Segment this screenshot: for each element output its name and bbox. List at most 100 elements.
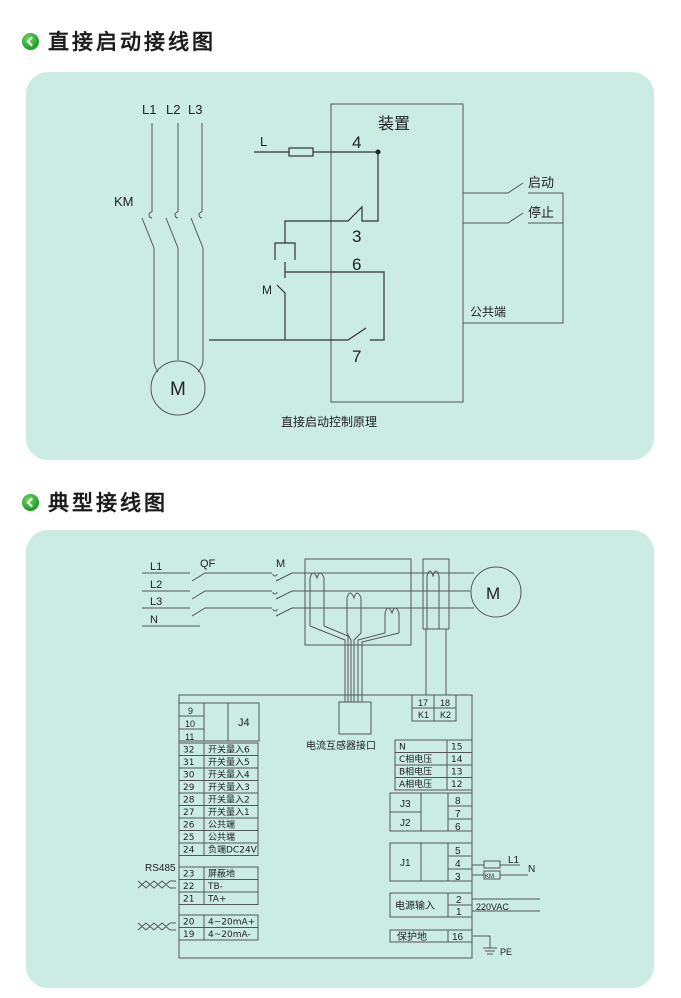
terminal-cell xyxy=(203,927,259,941)
k-ct-coil xyxy=(425,570,447,695)
contactor-hooks xyxy=(272,573,278,612)
motor-symbol xyxy=(470,566,522,618)
terminal-label: 屏蔽地 xyxy=(208,868,235,880)
terminal-num: 19 xyxy=(183,930,195,940)
j1-ext-wires xyxy=(472,864,528,876)
contactor-label: KM xyxy=(114,194,134,209)
terminal-row: 28 开关量入2 xyxy=(178,792,259,806)
terminal-label: 负端DC24V xyxy=(208,844,258,856)
ground-label: 保护地 xyxy=(397,930,427,943)
breaker-switches xyxy=(191,572,272,617)
j4-terminal-11: 11 xyxy=(185,732,194,742)
terminal-label: 开关量入2 xyxy=(208,794,250,806)
j4-block xyxy=(178,702,260,742)
coil-symbol xyxy=(274,242,296,260)
stop-output-contact xyxy=(463,212,563,224)
device-label: 装置 xyxy=(378,114,410,133)
direct-start-diagram-panel xyxy=(26,72,654,460)
terminal-label: TA+ xyxy=(207,895,227,905)
power-terminal-2: 2 xyxy=(456,895,462,906)
k-terminal-k1: K1 xyxy=(418,710,429,720)
start-contact-wire xyxy=(209,327,367,341)
direct-start-diagram: L1 L2 L3 KM M 装置 L 4 3 6 M xyxy=(114,102,564,429)
output-common-wire xyxy=(463,192,564,324)
rs485-label: RS485 xyxy=(145,863,176,874)
power-terminal-1: 1 xyxy=(456,907,462,918)
j4-terminal-10: 10 xyxy=(185,719,195,729)
terminal-label: A相电压 xyxy=(399,778,432,790)
terminal-6: 6 xyxy=(352,255,361,274)
j-terminal-7: 7 xyxy=(455,809,461,820)
contactor-label: M xyxy=(276,558,285,570)
phase-lines-upper xyxy=(151,123,203,212)
typical-diagram: L1 L2 L3 N QF M 电流互感器接口 M 17 18 K1 K2 xyxy=(137,558,540,959)
terminal-3: 3 xyxy=(352,227,361,246)
motor-label: M xyxy=(170,379,186,400)
power-input-label: 电源输入 xyxy=(395,899,435,912)
j1-block xyxy=(389,842,473,882)
ct-cable xyxy=(309,625,400,702)
terminal-row: 26 公共端 xyxy=(178,817,259,831)
ct-port-icon xyxy=(338,701,372,735)
device-box xyxy=(330,103,464,403)
terminal-num: 29 xyxy=(183,783,195,793)
j-terminal-6: 6 xyxy=(455,822,461,833)
k-terminal-k2: K2 xyxy=(440,710,451,720)
terminal-num: 23 xyxy=(183,870,194,880)
terminal-label: 4~20mA+ xyxy=(208,918,255,928)
j-terminal-8: 8 xyxy=(455,796,461,807)
ground-terminal-16: 16 xyxy=(452,932,464,943)
j3-j2-grid xyxy=(390,793,472,831)
terminal-label: TB- xyxy=(207,882,223,892)
j2-label: J2 xyxy=(400,818,411,829)
terminal-label: 开关量入4 xyxy=(208,769,250,781)
input-label-n: N xyxy=(150,614,158,626)
j1-l1-label: L1 xyxy=(508,855,520,866)
fuse-icon xyxy=(483,860,501,869)
terminal-label: 公共端 xyxy=(208,819,235,831)
terminal-cell xyxy=(203,891,259,905)
rs485-twisted-pair xyxy=(137,880,176,889)
terminal-num: 21 xyxy=(183,895,194,905)
terminal-cell xyxy=(446,777,473,791)
input-label-l3: L3 xyxy=(150,596,162,608)
common-label: 公共端 xyxy=(470,305,506,319)
ct-port-label: 电流互感器接口 xyxy=(306,739,376,752)
terminal-num: 28 xyxy=(183,796,195,806)
contactor-hooks xyxy=(148,211,203,219)
terminal-num: 20 xyxy=(183,918,195,928)
ct-coils xyxy=(309,572,400,633)
stop-contact-wire xyxy=(284,152,379,243)
start-output-contact xyxy=(463,182,524,194)
j1-n-label: N xyxy=(528,864,535,875)
contactor-switches xyxy=(141,217,204,249)
terminal-num: 22 xyxy=(183,882,194,892)
power-voltage-label: 220VAC xyxy=(476,902,509,912)
km-label: KM xyxy=(485,874,494,880)
motor-symbol xyxy=(150,360,206,416)
j4-grid xyxy=(179,703,229,741)
terminal-num: 26 xyxy=(183,821,195,831)
terminal-num: 31 xyxy=(183,758,194,768)
j1-terminal-3: 3 xyxy=(455,872,461,883)
pe-label: PE xyxy=(500,947,512,957)
terminal-num: 15 xyxy=(451,743,462,753)
k-terminal-grid xyxy=(412,695,456,721)
j3-label: J3 xyxy=(400,799,411,810)
terminal-label: B相电压 xyxy=(399,766,432,778)
phase-label-l3: L3 xyxy=(188,102,202,117)
terminal-num: 32 xyxy=(183,746,194,756)
k-ct-box xyxy=(422,558,450,630)
terminal-cell xyxy=(203,842,259,856)
aux-contact xyxy=(276,284,286,340)
